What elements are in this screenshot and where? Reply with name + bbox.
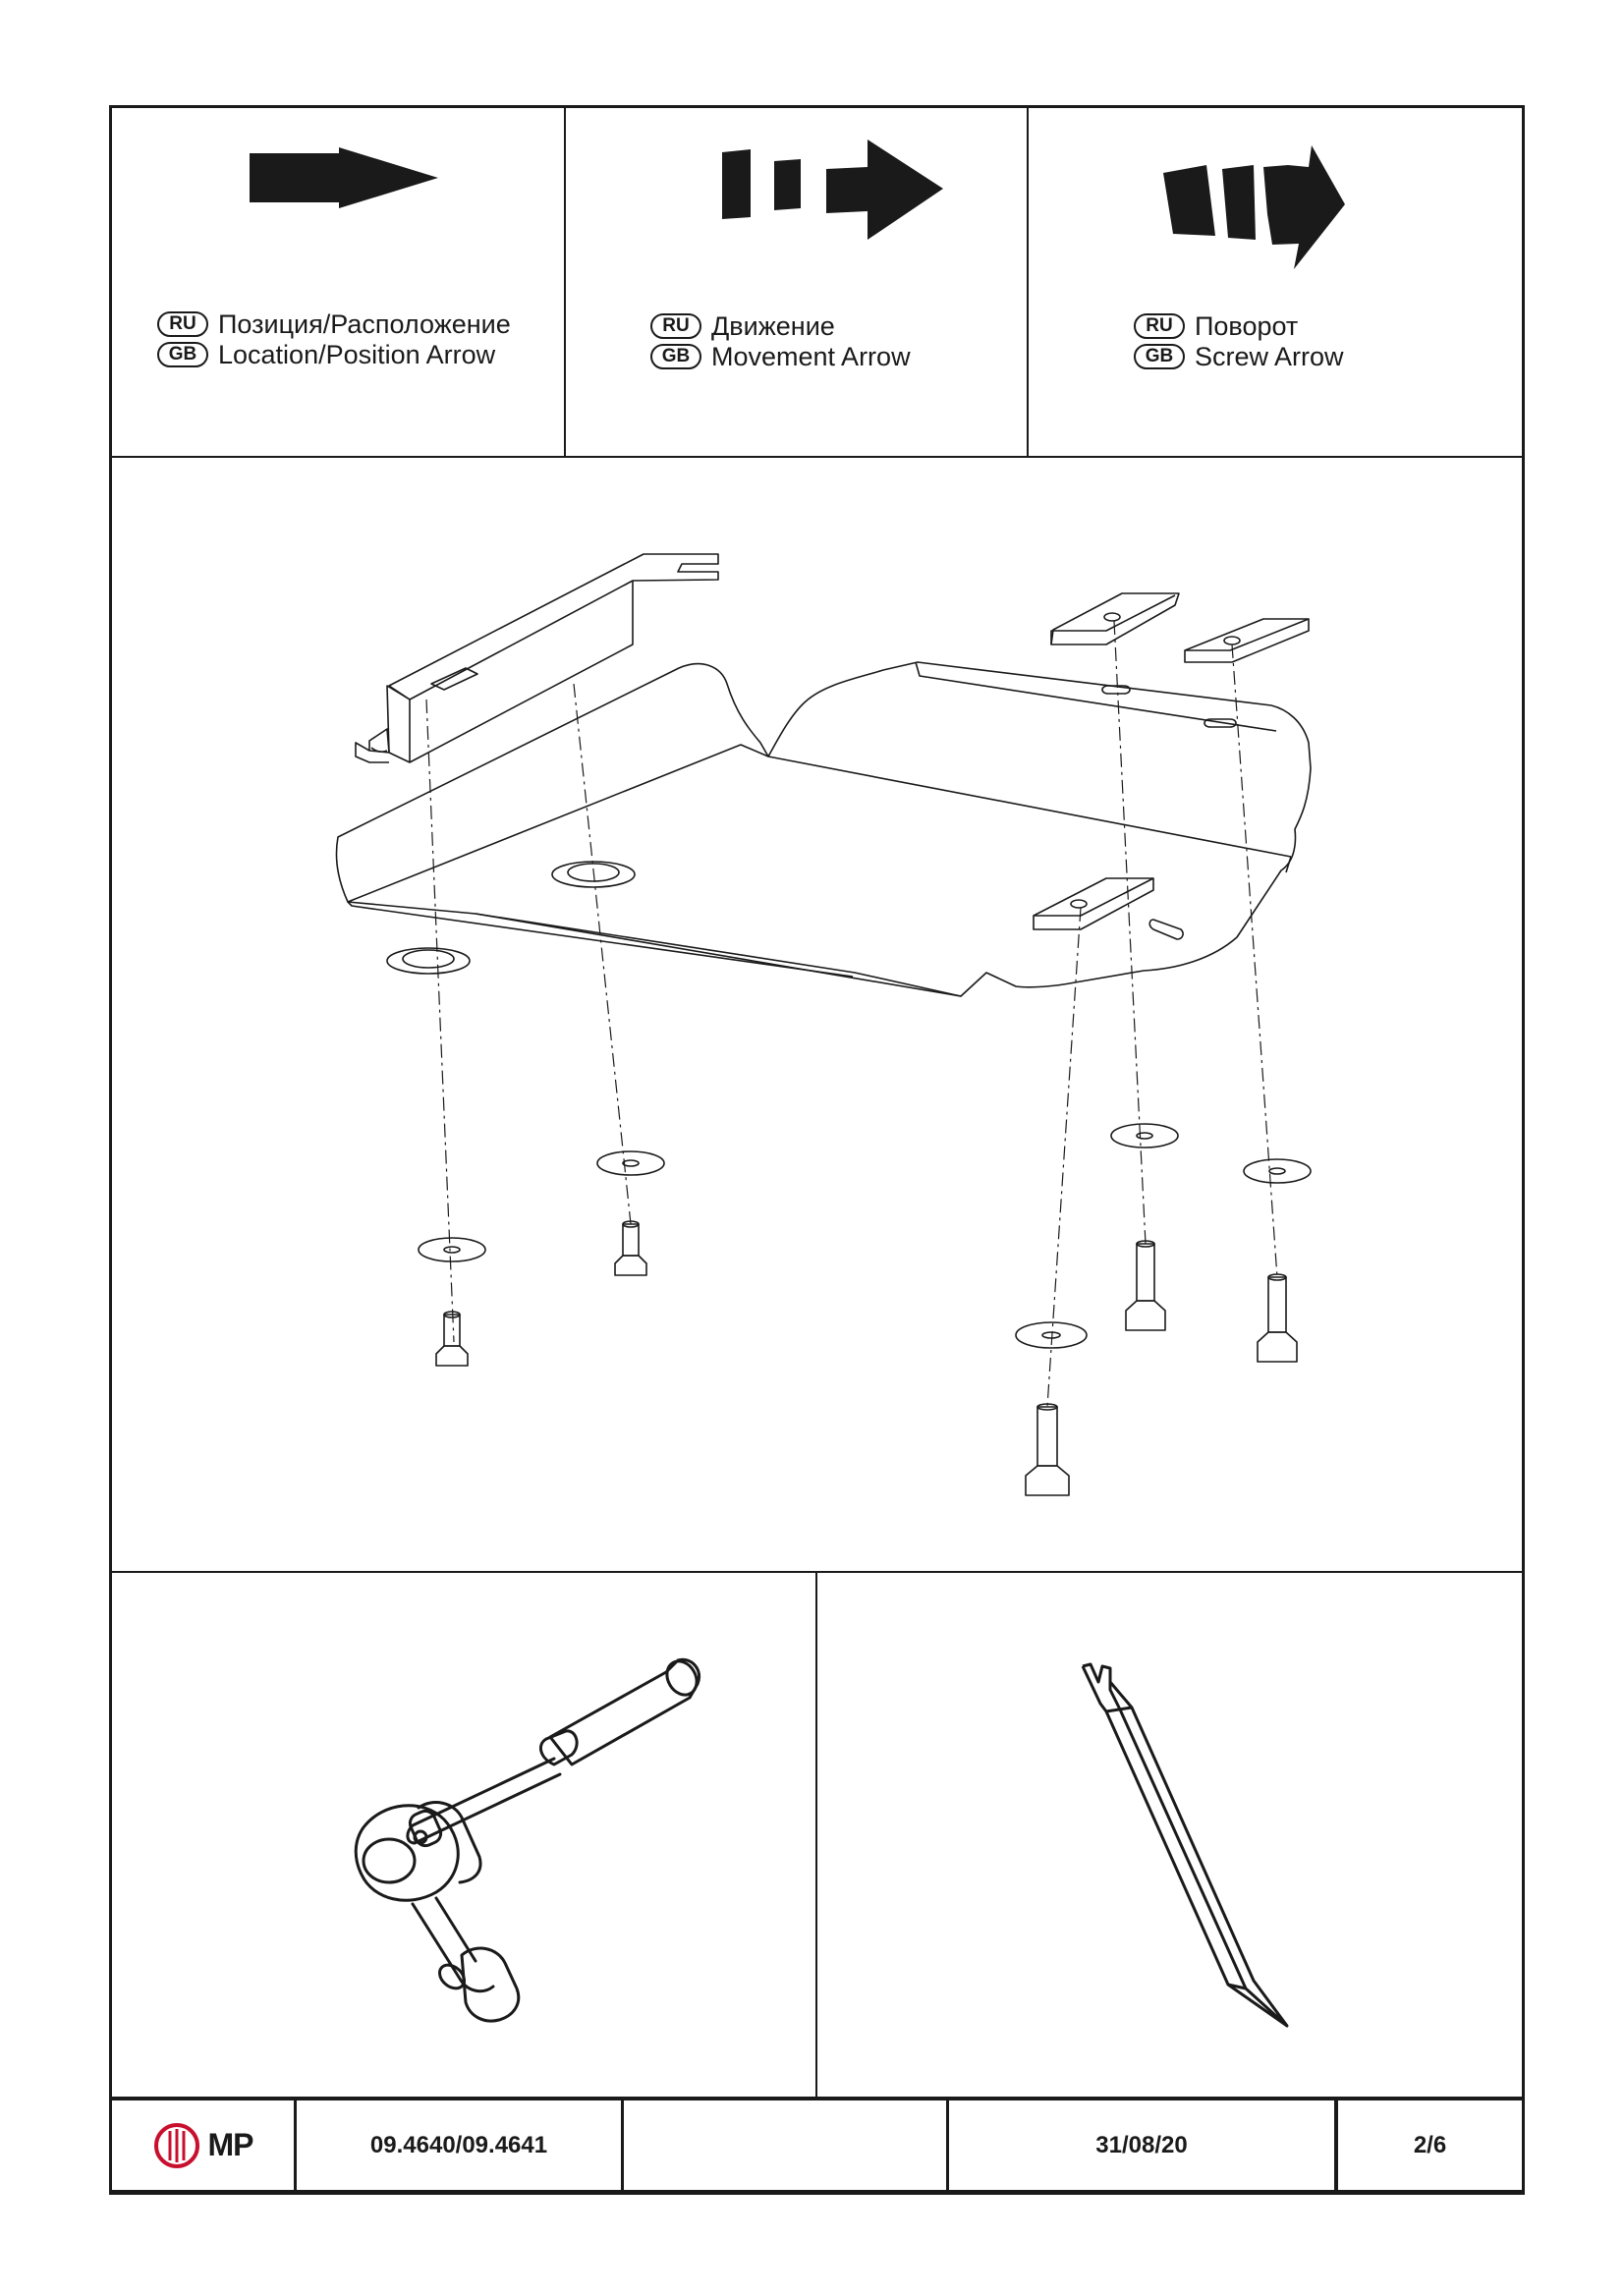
frame-top — [109, 105, 1525, 108]
ru-badge: RU — [1134, 312, 1185, 339]
footer-divider-3 — [946, 2097, 949, 2195]
divider-header — [109, 456, 1525, 458]
legend-movement: RU Движение GB Movement Arrow — [650, 310, 911, 371]
bolts — [436, 1221, 1297, 1495]
screw-arrow-icon — [1163, 145, 1345, 269]
legend-movement-ru: Движение — [711, 310, 835, 341]
divider-legend-1 — [564, 105, 566, 458]
footer-divider-2 — [621, 2097, 624, 2195]
footer-bottom-line — [109, 2190, 1525, 2195]
page-number: 2/6 — [1413, 2131, 1447, 2158]
footer-divider-4 — [1334, 2097, 1338, 2195]
gb-badge: GB — [650, 343, 701, 369]
trim-removal-tool-icon — [1071, 1660, 1316, 2034]
legend-movement-en: Movement Arrow — [711, 341, 911, 371]
logo-text: MP — [207, 2127, 254, 2162]
legend-location: RU Позиция/Расположение GB Location/Positi… — [157, 308, 511, 369]
ru-badge: RU — [650, 312, 701, 339]
frame-left — [109, 105, 112, 2195]
legend-location-en: Location/Position Arrow — [218, 339, 496, 369]
legend-screw: RU Поворот GB Screw Arrow — [1134, 310, 1344, 371]
footer-blank-cell — [624, 2100, 946, 2190]
ratchet-wrench-icon — [226, 1651, 717, 2044]
gb-badge: GB — [157, 341, 208, 367]
footer-logo-cell: MP — [112, 2100, 294, 2190]
assembly-diagram — [112, 458, 1522, 1571]
location-arrow-icon — [250, 147, 438, 208]
legend-screw-en: Screw Arrow — [1195, 341, 1344, 371]
footer-top-line — [109, 2097, 1525, 2100]
part-number: 09.4640/09.4641 — [369, 2131, 548, 2158]
ru-badge: RU — [157, 310, 208, 337]
gb-badge: GB — [1134, 343, 1185, 369]
mp-logo-icon — [153, 2122, 200, 2169]
movement-arrow-icon — [722, 140, 943, 240]
bolt-pads — [387, 862, 635, 974]
divider-tools — [815, 1571, 817, 2099]
skid-plate — [336, 662, 1311, 996]
washers — [419, 1124, 1311, 1348]
divider-legend-2 — [1027, 105, 1029, 458]
frame-right — [1522, 105, 1525, 2195]
legend-screw-ru: Поворот — [1195, 310, 1299, 341]
document-date: 31/08/20 — [1095, 2131, 1188, 2158]
footer-divider-1 — [294, 2097, 297, 2195]
mounting-bracket — [356, 554, 718, 762]
spacer-blocks — [1034, 593, 1309, 929]
legend-location-ru: Позиция/Расположение — [218, 308, 511, 339]
alignment-lines — [426, 621, 1277, 1407]
